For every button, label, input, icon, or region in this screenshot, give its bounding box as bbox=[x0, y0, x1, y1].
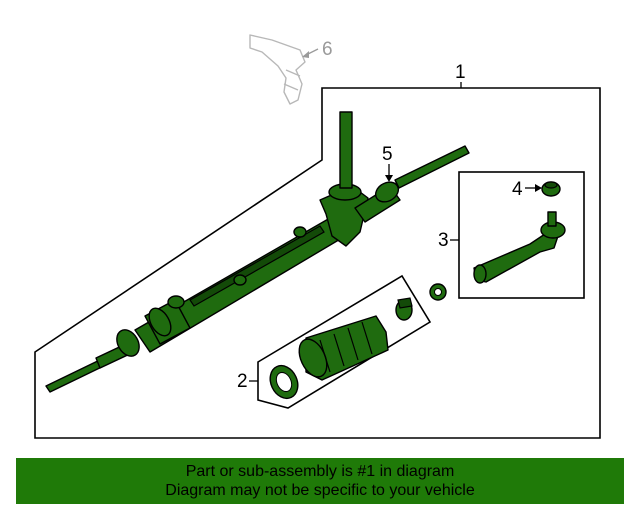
callout-2[interactable]: 2 bbox=[237, 371, 248, 392]
callout-5[interactable]: 5 bbox=[382, 144, 393, 165]
assembly-frame bbox=[34, 87, 601, 439]
heat-shield-part[interactable] bbox=[249, 34, 306, 105]
banner-line-2: Diagram may not be specific to your vehi… bbox=[165, 482, 475, 499]
callout-1[interactable]: 1 bbox=[455, 62, 466, 83]
nut-part[interactable] bbox=[541, 181, 561, 197]
callout-4-arrow bbox=[535, 184, 542, 192]
jam-nut-part[interactable] bbox=[429, 283, 447, 301]
banner-line-1: Part or sub-assembly is #1 in diagram bbox=[185, 463, 455, 480]
info-banner: Part or sub-assembly is #1 in diagram Di… bbox=[16, 458, 624, 504]
tie-rod-end-part[interactable] bbox=[473, 211, 566, 284]
steering-rack[interactable] bbox=[45, 111, 470, 393]
callout-6[interactable]: 6 bbox=[322, 39, 333, 60]
boot-kit-part[interactable] bbox=[265, 297, 413, 403]
parts-diagram: 1 6 5 3 bbox=[34, 34, 601, 439]
callout-4[interactable]: 4 bbox=[512, 179, 523, 200]
tie-rod-end-box bbox=[458, 171, 585, 299]
callout-3[interactable]: 3 bbox=[438, 230, 449, 251]
callout-6-arrow bbox=[302, 51, 309, 58]
callout-5-arrow bbox=[385, 175, 393, 182]
boot-kit-box bbox=[257, 274, 432, 409]
